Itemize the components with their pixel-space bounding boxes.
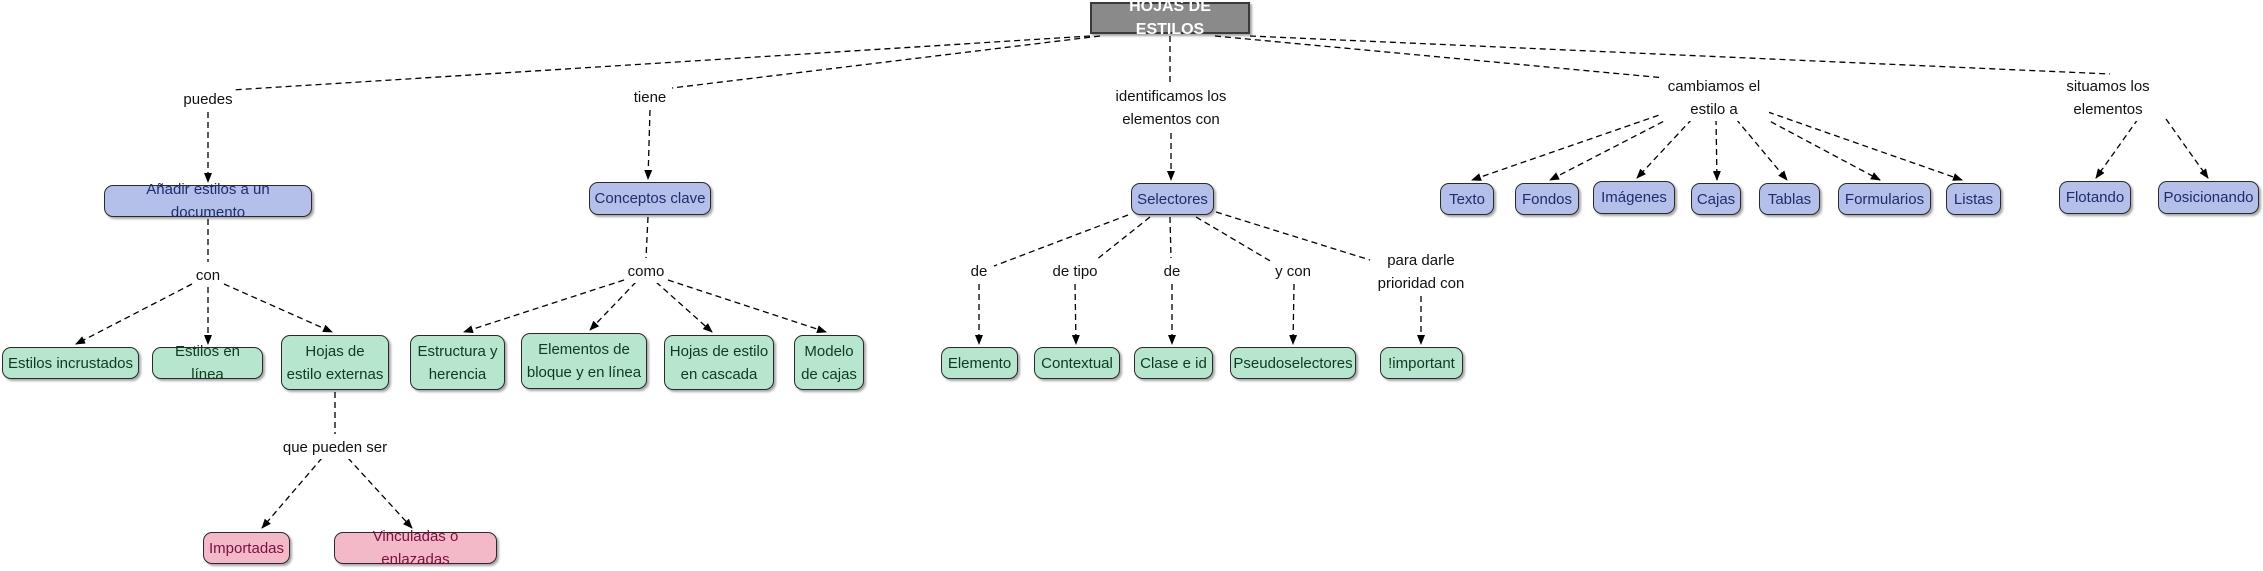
- concept-elementos-bloque: Elementos de bloque y en línea: [521, 333, 647, 389]
- link-label-puedes: puedes: [181, 88, 235, 111]
- connector-line: [1215, 211, 1371, 261]
- connector-line: [671, 35, 1101, 89]
- concept-pseudoselectores: Pseudoselectores: [1230, 347, 1356, 379]
- concept-hojas-externas: Hojas de estilo externas: [281, 335, 389, 390]
- concept-formularios: Formularios: [1838, 183, 1931, 215]
- link-label-y-con: y con: [1273, 260, 1313, 283]
- connector-arrow: [223, 283, 333, 333]
- connector-arrow: [1471, 111, 1669, 181]
- concept-elemento: Elemento: [941, 347, 1018, 379]
- connector-arrow: [261, 457, 323, 529]
- connector-arrow: [1549, 116, 1673, 181]
- link-label-como: como: [625, 260, 667, 283]
- link-label-tiene: tiene: [631, 86, 669, 109]
- link-label-que-pueden-ser: que pueden ser: [280, 436, 390, 459]
- connector-arrow: [644, 109, 653, 180]
- connector-arrow: [1735, 118, 1788, 181]
- concept-flotando: Flotando: [2059, 181, 2131, 214]
- concept-clase-id: Clase e id: [1134, 347, 1213, 379]
- concept-vinculadas: Vinculadas o enlazadas: [334, 528, 497, 568]
- connector-arrow: [1636, 118, 1693, 179]
- link-label-de-tipo: de tipo: [1050, 260, 1100, 283]
- connector-line: [1195, 216, 1273, 263]
- connector-arrow: [1712, 118, 1721, 181]
- connector-line: [1169, 216, 1172, 259]
- connector-arrow: [2165, 118, 2209, 179]
- connector-arrow: [1289, 283, 1298, 345]
- connector-line: [993, 214, 1129, 267]
- connector-arrow: [589, 281, 637, 331]
- connector-arrow: [667, 279, 827, 333]
- connector-arrow: [1761, 116, 1881, 181]
- link-label-situamos: situamos los elementos: [2058, 75, 2158, 121]
- link-label-prioridad: para darle prioridad con: [1371, 249, 1471, 295]
- concept-estilos-incrustados: Estilos incrustados: [2, 347, 139, 379]
- connector-line: [645, 216, 649, 259]
- concept-importadas: Importadas: [203, 532, 290, 564]
- concept-imagenes: Imágenes: [1593, 181, 1675, 214]
- concept-estilos-en-linea: Estilos en línea: [152, 343, 263, 383]
- concept-modelo-cajas: Modelo de cajas: [794, 335, 864, 390]
- connector-line: [1095, 216, 1151, 261]
- connector-arrow: [2095, 118, 2139, 179]
- concept-cajas: Cajas: [1691, 183, 1741, 215]
- concept-important: !important: [1380, 347, 1463, 379]
- concept-conceptos-clave: Conceptos clave: [589, 182, 711, 215]
- connector-line: [1214, 35, 1666, 79]
- concept-selectores: Selectores: [1131, 183, 1214, 215]
- link-label-con: con: [193, 264, 223, 287]
- concept-listas: Listas: [1946, 183, 2001, 215]
- connector-arrow: [1767, 111, 1963, 181]
- connector-line: [1249, 35, 2111, 75]
- link-label-de-2: de: [1161, 260, 1183, 283]
- concept-anadir-estilos: Añadir estilos a un documento: [104, 181, 312, 221]
- concept-posicionando: Posicionando: [2158, 181, 2259, 214]
- root-concept: HOJAS DE ESTILOS: [1090, 0, 1250, 38]
- concept-contextual: Contextual: [1034, 347, 1120, 379]
- connector-arrow: [347, 457, 413, 529]
- concept-tablas: Tablas: [1759, 183, 1820, 215]
- concept-hojas-cascada: Hojas de estilo en cascada: [664, 335, 774, 390]
- connector-arrow: [75, 283, 193, 345]
- connector-line: [231, 35, 1091, 91]
- concept-texto: Texto: [1440, 183, 1494, 215]
- link-label-cambiamos: cambiamos el estilo a: [1659, 75, 1769, 121]
- connector-arrow: [463, 279, 625, 334]
- connector-arrow: [1071, 283, 1080, 345]
- concept-fondos: Fondos: [1515, 183, 1579, 215]
- link-label-de-1: de: [968, 260, 990, 283]
- connector-arrow: [655, 281, 713, 333]
- link-label-identificamos: identificamos los elementos con: [1108, 85, 1234, 131]
- concept-estructura: Estructura y herencia: [410, 335, 505, 390]
